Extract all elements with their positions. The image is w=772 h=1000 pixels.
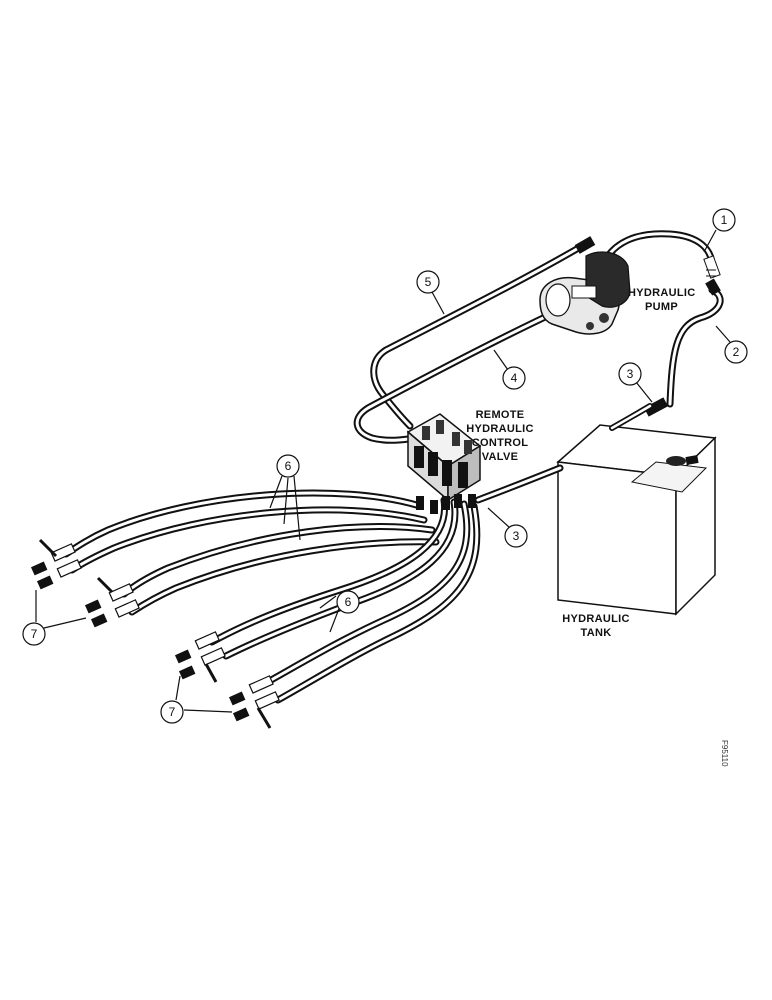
callout-7-lower-number: 7 <box>169 705 176 719</box>
callout-7-lower: 7 <box>160 700 184 724</box>
callout-4-number: 4 <box>511 371 518 385</box>
callouts: 1 2 3 5 4 3 6 6 <box>22 208 748 724</box>
callout-3-top-number: 3 <box>627 367 634 381</box>
hydraulic-pump <box>539 236 721 335</box>
couplers-left <box>30 538 140 628</box>
leader-lines <box>35 229 731 713</box>
callout-1: 1 <box>712 208 736 232</box>
callout-3-bottom-number: 3 <box>513 529 520 543</box>
valve-label-line1: REMOTE <box>476 409 525 421</box>
valve-label-line4: VALVE <box>482 451 519 463</box>
callout-7-left: 7 <box>22 622 46 646</box>
callout-3-top: 3 <box>618 362 642 386</box>
pump-label: HYDRAULIC PUMP <box>628 287 695 313</box>
valve-label: REMOTE HYDRAULIC CONTROL VALVE <box>466 409 533 463</box>
callout-5-number: 5 <box>425 275 432 289</box>
callout-6-upper-number: 6 <box>285 459 292 473</box>
callout-2: 2 <box>724 340 748 364</box>
couplers-lower <box>174 631 280 729</box>
callout-4: 4 <box>502 366 526 390</box>
hydraulic-tank <box>556 397 717 616</box>
tank-label: HYDRAULIC TANK <box>562 613 629 639</box>
callout-6-lower: 6 <box>336 590 360 614</box>
valve-label-line2: HYDRAULIC <box>466 423 533 435</box>
valve-label-line3: CONTROL <box>472 437 528 449</box>
pump-label-line2: PUMP <box>645 301 678 313</box>
hoses <box>62 230 724 704</box>
callout-6-lower-number: 6 <box>345 595 352 609</box>
tank-label-line2: TANK <box>581 627 612 639</box>
figure-code: F95110 <box>720 740 729 767</box>
remote-control-valve <box>406 413 482 514</box>
callout-7-left-number: 7 <box>31 627 38 641</box>
pump-label-line1: HYDRAULIC <box>628 287 695 299</box>
callout-1-number: 1 <box>721 213 728 227</box>
callout-5: 5 <box>416 270 440 294</box>
callout-3-bottom: 3 <box>504 524 528 548</box>
callout-2-number: 2 <box>733 345 740 359</box>
callout-6-upper: 6 <box>276 454 300 478</box>
tank-label-line1: HYDRAULIC <box>562 613 629 625</box>
